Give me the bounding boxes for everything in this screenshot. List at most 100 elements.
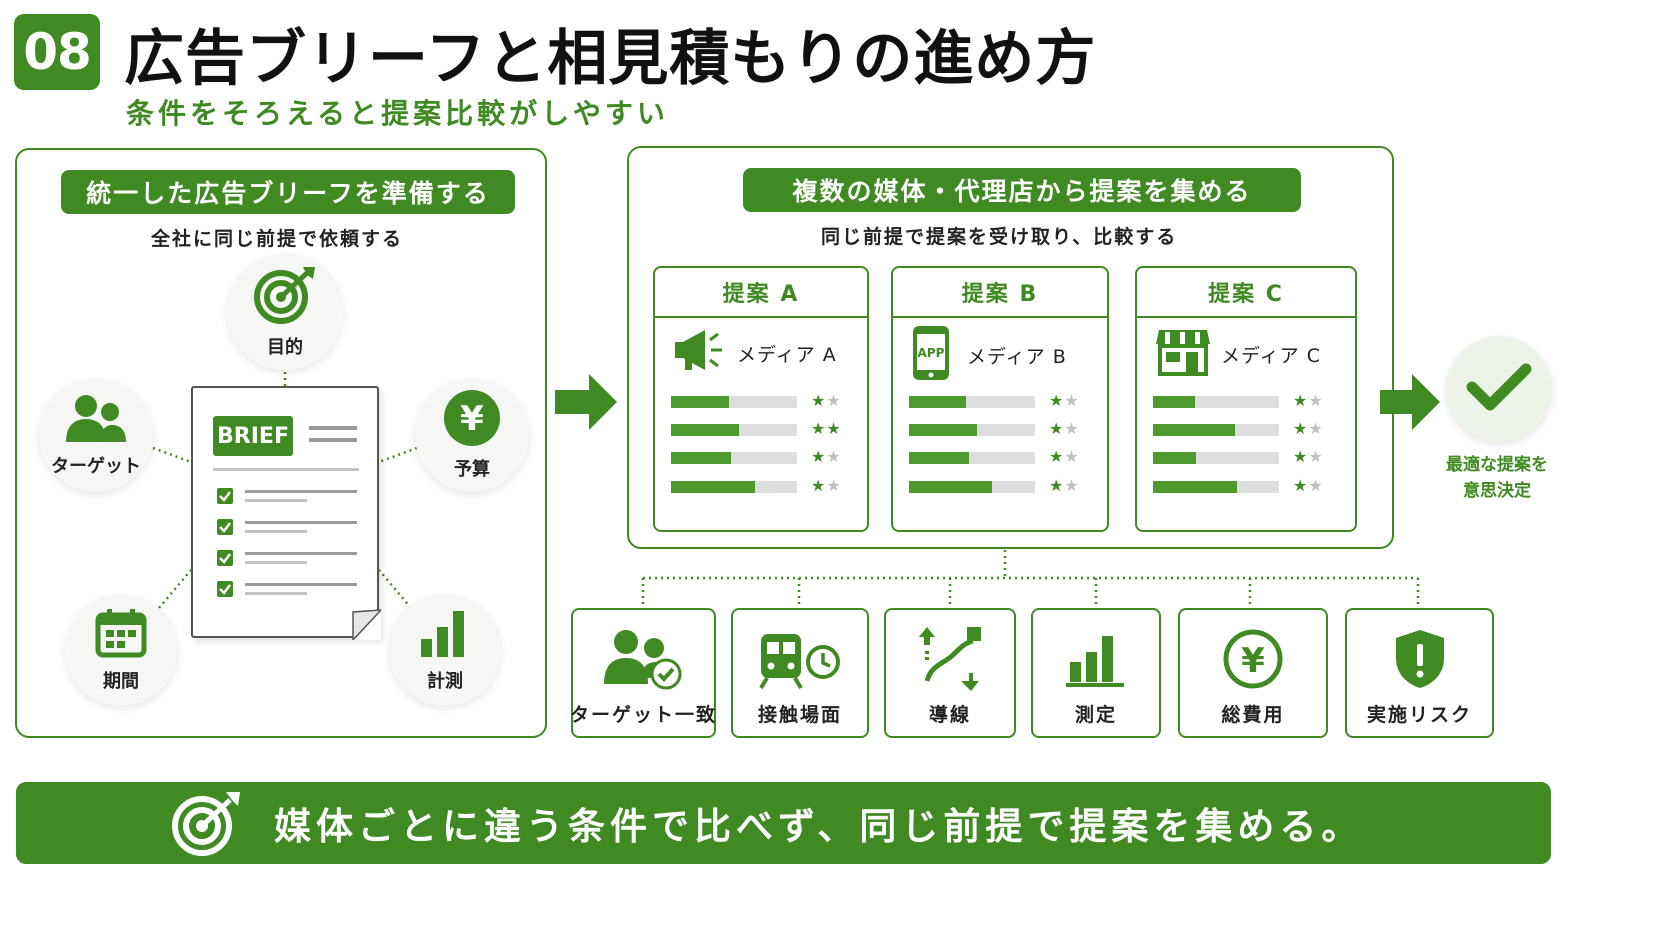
proposal-c-media: メディア C [1155,328,1321,380]
score-bar-fill [909,424,977,436]
footer-message: 媒体ごとに違う条件で比べず、同じ前提で提案を集める。 [274,805,1364,848]
element-period-label: 期間 [103,671,139,692]
star-icon: ★ [826,447,842,466]
score-bar [1153,396,1279,408]
score-bar [909,424,1035,436]
bar-chart-icon [419,607,471,663]
footer-banner: 媒体ごとに違う条件で比べず、同じ前提で提案を集める。 [16,782,1551,864]
decision-label-line2: 意思決定 [1463,481,1531,501]
score-bar [671,452,797,464]
brief-badge: BRIEF [213,416,293,456]
target-icon [253,265,317,329]
proposal-c-media-label: メディア C [1221,344,1321,367]
score-bar [671,424,797,436]
star-icon: ★ [1064,391,1080,410]
star-icon: ★ [1308,476,1324,495]
route-icon [915,627,985,691]
element-period: 期間 [65,594,177,706]
star-icon: ★ [1049,447,1065,466]
star-icon: ★ [1064,419,1080,438]
arrow-right-icon [555,374,617,430]
people-check-icon [603,628,684,690]
proposal-b-title: 提案 B [893,268,1107,318]
score-bar [671,481,797,493]
score-bar-fill [909,396,966,408]
proposal-a-media-label: メディア A [737,343,837,366]
score-bar [1153,481,1279,493]
criterion-measurement-label: 測定 [1074,704,1117,726]
score-bar [671,396,797,408]
element-purpose: 目的 [227,254,343,370]
score-bar-fill [671,396,729,408]
people-icon [64,392,128,448]
score-bar-fill [671,452,731,464]
shield-alert-icon [1393,628,1447,690]
star-icon: ★ [826,391,842,410]
yen-icon: ¥ [1222,628,1284,690]
star-rating: ★★ [1049,476,1080,495]
brief-document: BRIEF [191,386,381,640]
brief-connectors [152,372,418,609]
brief-panel-heading: 統一した広告ブリーフを準備する [61,170,515,214]
star-icon: ★ [811,419,827,438]
star-rating: ★★ [811,391,842,410]
star-icon: ★ [811,391,827,410]
brief-document-lines [213,426,381,640]
train-clock-icon [757,628,843,690]
star-icon: ★ [1308,447,1324,466]
element-budget-label: 予算 [454,459,490,480]
calendar-icon [95,607,147,663]
star-rating: ★★ [811,447,842,466]
app-phone-icon: APP [911,324,951,386]
proposal-card-b: 提案 B APP メディア B ★★★★★★★★ [891,266,1109,532]
star-icon: ★ [1293,447,1309,466]
criterion-risk-label: 実施リスク [1366,704,1472,726]
star-rating: ★★ [1049,391,1080,410]
score-bar-fill [1153,424,1235,436]
score-bar [909,396,1035,408]
checklist [217,488,357,597]
criterion-total-cost: ¥ 総費用 [1178,608,1328,738]
bar-chart-icon [1066,628,1126,690]
proposal-b-media-label: メディア B [967,345,1067,368]
score-bar-fill [671,424,739,436]
star-rating: ★★ [1293,419,1324,438]
shop-icon [1155,328,1211,380]
brief-panel: 統一した広告ブリーフを準備する 全社に同じ前提で依頼する 目的 [15,148,547,738]
svg-text:¥: ¥ [1241,641,1265,681]
proposals-panel-caption: 同じ前提で提案を受け取り、比較する [821,226,1178,248]
star-icon: ★ [1049,419,1065,438]
star-icon: ★ [1293,391,1309,410]
star-rating: ★★ [1293,476,1324,495]
target-icon [170,790,242,862]
yen-icon: ¥ [443,389,501,451]
page-title: 広告ブリーフと相見積もりの進め方 [124,24,1097,94]
proposal-card-a: 提案 A メディア A ★★★★★★★★ [653,266,869,532]
score-bar [1153,424,1279,436]
star-icon: ★ [826,419,842,438]
decision-label: 最適な提案を 意思決定 [1432,452,1562,504]
star-rating: ★★ [1049,447,1080,466]
element-purpose-label: 目的 [267,337,303,358]
criterion-route: 導線 [884,608,1016,738]
criterion-target-match: ターゲット一致 [570,608,718,738]
element-budget: ¥ 予算 [415,378,529,492]
star-icon: ★ [826,476,842,495]
star-icon: ★ [1293,476,1309,495]
star-icon: ★ [1064,447,1080,466]
proposals-panel-heading: 複数の媒体・代理店から提案を集める [743,168,1301,212]
element-target: ターゲット [39,378,153,492]
score-bar-fill [909,452,969,464]
proposal-c-title: 提案 C [1137,268,1355,318]
star-rating: ★★ [1049,419,1080,438]
star-icon: ★ [1293,419,1309,438]
star-icon: ★ [1308,391,1324,410]
score-bar [909,452,1035,464]
element-target-label: ターゲット [51,456,141,477]
proposal-a-title: 提案 A [655,268,867,318]
proposals-panel: 複数の媒体・代理店から提案を集める 同じ前提で提案を受け取り、比較する 提案 A… [627,146,1394,549]
proposal-a-media: メディア A [673,328,837,378]
proposal-b-media: APP メディア B [911,324,1067,386]
star-icon: ★ [1308,419,1324,438]
criterion-target-match-label: ターゲット一致 [570,704,718,726]
